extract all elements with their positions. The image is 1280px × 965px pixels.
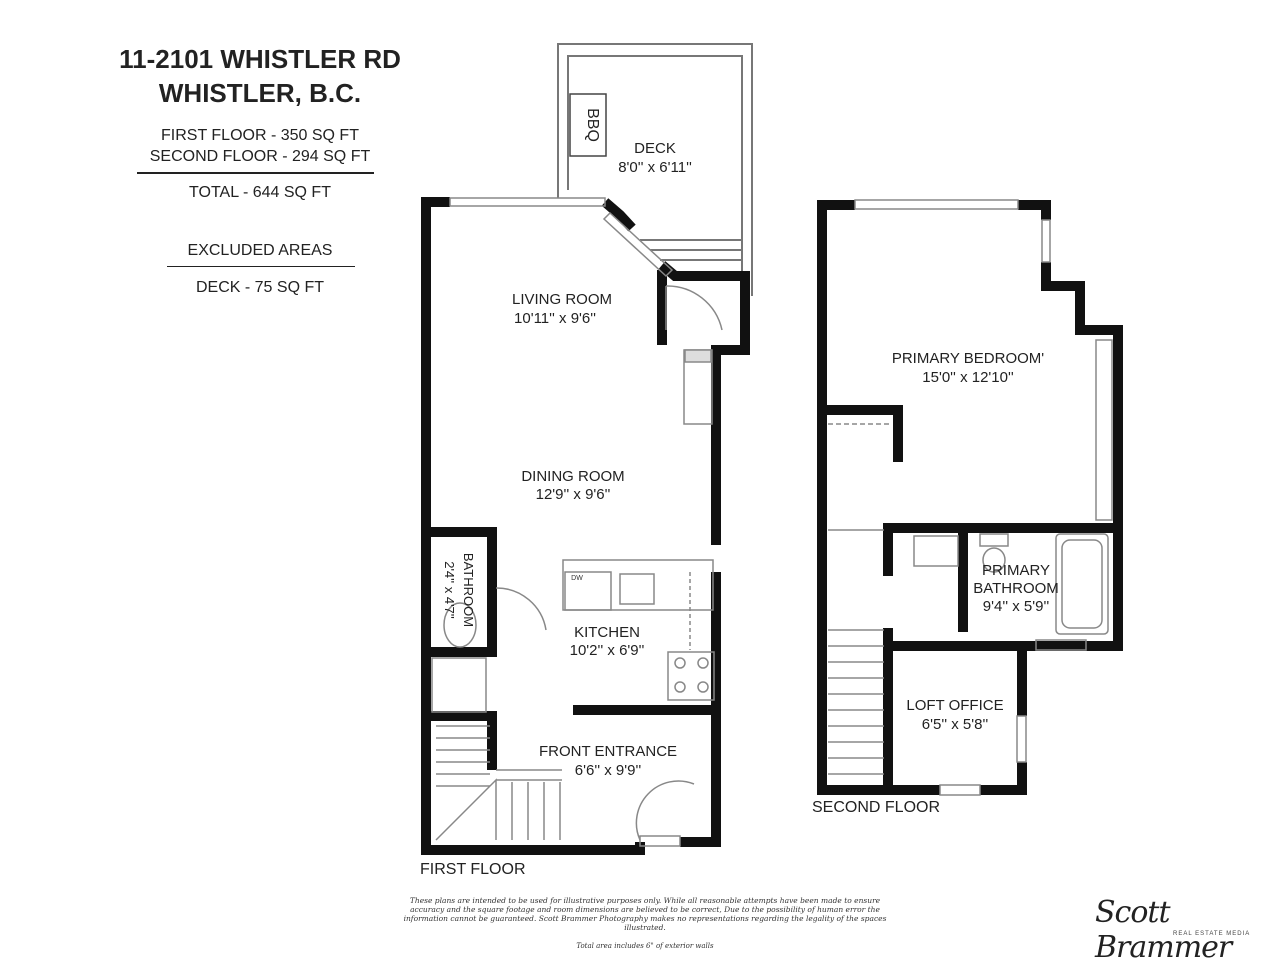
deck-size: 8'0'' x 6'11''	[618, 159, 692, 176]
loft-office-size: 6'5'' x 5'8''	[922, 716, 989, 733]
area-note: Total area includes 6" of exterior walls	[576, 942, 714, 950]
first-floor-plan: DECK 8'0'' x 6'11'' BBQ LIVING ROOM 10'1…	[420, 43, 753, 878]
bbq-label: BBQ	[584, 108, 601, 142]
disclaimer-text: These plans are intended to be used for …	[403, 896, 887, 932]
first-floor-labels: DECK 8'0'' x 6'11'' BBQ LIVING ROOM 10'1…	[442, 108, 692, 779]
front-entrance-size: 6'6'' x 9'9''	[575, 762, 642, 779]
dining-room-name: DINING ROOM	[521, 468, 624, 485]
primary-bathroom-size: 9'4'' x 5'9''	[983, 598, 1050, 615]
living-room-name: LIVING ROOM	[512, 291, 612, 308]
deck-name: DECK	[634, 140, 676, 157]
total-area: TOTAL - 644 SQ FT	[189, 184, 331, 201]
second-floor-area: SECOND FLOOR - 294 SQ FT	[149, 148, 371, 165]
first-floor-windows	[449, 197, 681, 847]
second-floor-walls	[817, 200, 1123, 795]
second-floor-label: SECOND FLOOR	[812, 799, 940, 816]
area-divider	[137, 172, 374, 174]
primary-bedroom-size: 15'0'' x 12'10''	[922, 369, 1014, 386]
front-entrance-name: FRONT ENTRANCE	[539, 743, 677, 760]
first-floor-area: FIRST FLOOR - 350 SQ FT	[161, 127, 359, 144]
dishwasher-label: DW	[571, 575, 583, 582]
living-room-size: 10'11'' x 9'6''	[514, 310, 596, 327]
primary-bathroom-name-1: PRIMARY	[982, 562, 1050, 579]
address-line-1: 11-2101 WHISTLER RD	[119, 44, 401, 74]
excluded-divider	[167, 266, 355, 267]
bbq-icon	[569, 93, 607, 157]
excluded-deck: DECK - 75 SQ FT	[195, 279, 325, 296]
loft-office-name: LOFT OFFICE	[906, 697, 1003, 714]
second-floor-plan: PRIMARY BEDROOM' 15'0'' x 12'10'' PRIMAR…	[812, 199, 1123, 816]
first-floor-label: FIRST FLOOR	[420, 861, 526, 878]
brand-logo: Scott Brammer REAL ESTATE MEDIA	[1095, 895, 1265, 965]
primary-bathroom-name-2: BATHROOM	[973, 580, 1059, 597]
dining-room-size: 12'9'' x 9'6''	[536, 486, 611, 503]
logo-tagline: REAL ESTATE MEDIA	[1173, 931, 1251, 937]
deck-outline	[557, 43, 753, 296]
address-line-2: WHISTLER, B.C.	[158, 78, 362, 108]
primary-bedroom-name: PRIMARY BEDROOM'	[892, 350, 1044, 367]
excluded-heading: EXCLUDED AREAS	[187, 242, 333, 259]
bathroom-name: BATHROOM	[461, 553, 476, 627]
first-floor-fixtures	[431, 285, 723, 841]
logo-signature: Scott Brammer	[1095, 895, 1232, 965]
kitchen-name: KITCHEN	[574, 624, 640, 641]
kitchen-size: 10'2'' x 6'9''	[570, 642, 645, 659]
second-floor-windows	[854, 199, 1113, 796]
first-floor-walls	[421, 197, 750, 855]
second-floor-fixtures	[828, 423, 1109, 775]
second-floor-labels: PRIMARY BEDROOM' 15'0'' x 12'10'' PRIMAR…	[892, 350, 1059, 733]
bathroom-size: 2'4'' x 4'7''	[442, 561, 457, 619]
